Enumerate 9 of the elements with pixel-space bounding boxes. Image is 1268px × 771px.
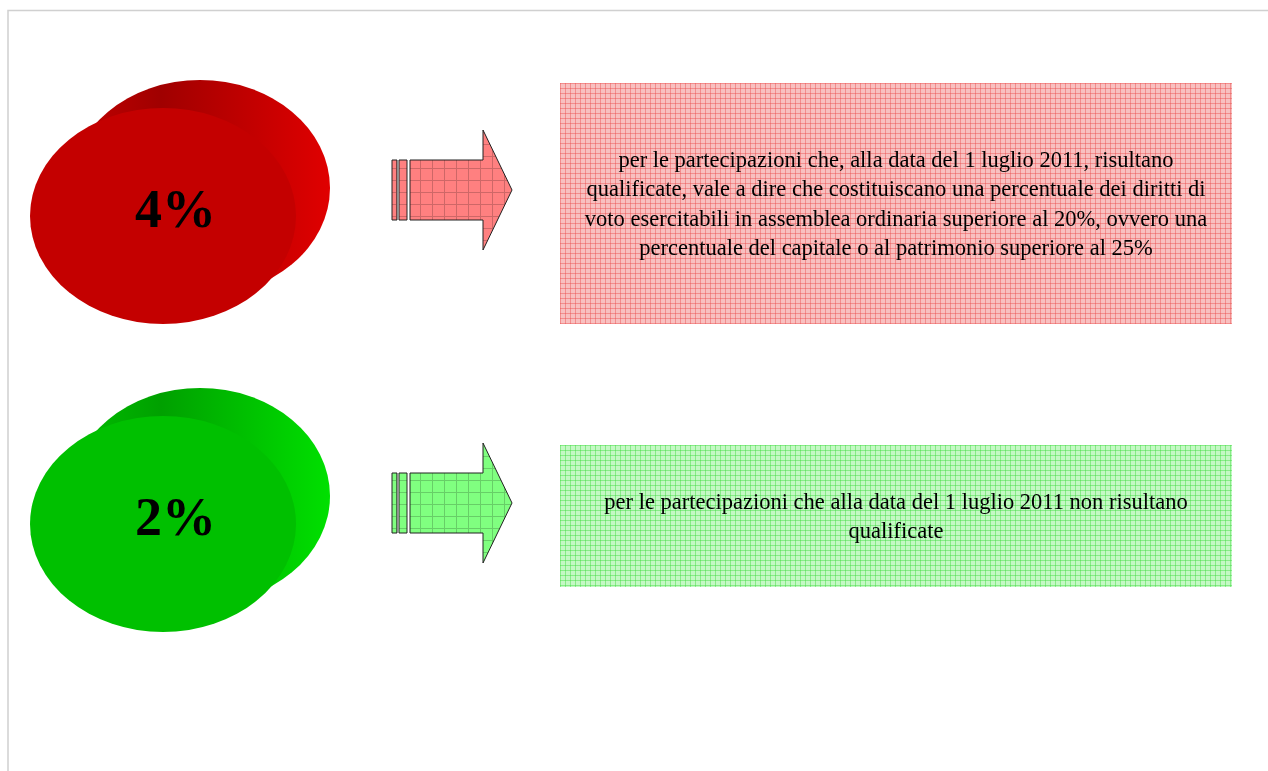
text-panel <box>560 83 1232 324</box>
block-arrow <box>391 129 513 251</box>
percentage-label: 4% <box>135 178 216 240</box>
description-text: per le partecipazioni che, alla data del 1 luglio 2011, risultano qualificate, vale a dire che costituiscano una percentuale dei diritti di voto esercitabili in assemblea ordinaria superiore al 20%, ovvero una percentuale del capitale o al patrimonio superiore al 25% <box>583 146 1209 262</box>
text-panel <box>560 445 1232 587</box>
block-arrow <box>391 442 513 564</box>
description-text: per le partecipazioni che alla data del 1 luglio 2011 non risultano qualificate <box>603 487 1189 545</box>
percentage-label: 2% <box>135 486 216 548</box>
percentage-disc <box>30 78 330 326</box>
